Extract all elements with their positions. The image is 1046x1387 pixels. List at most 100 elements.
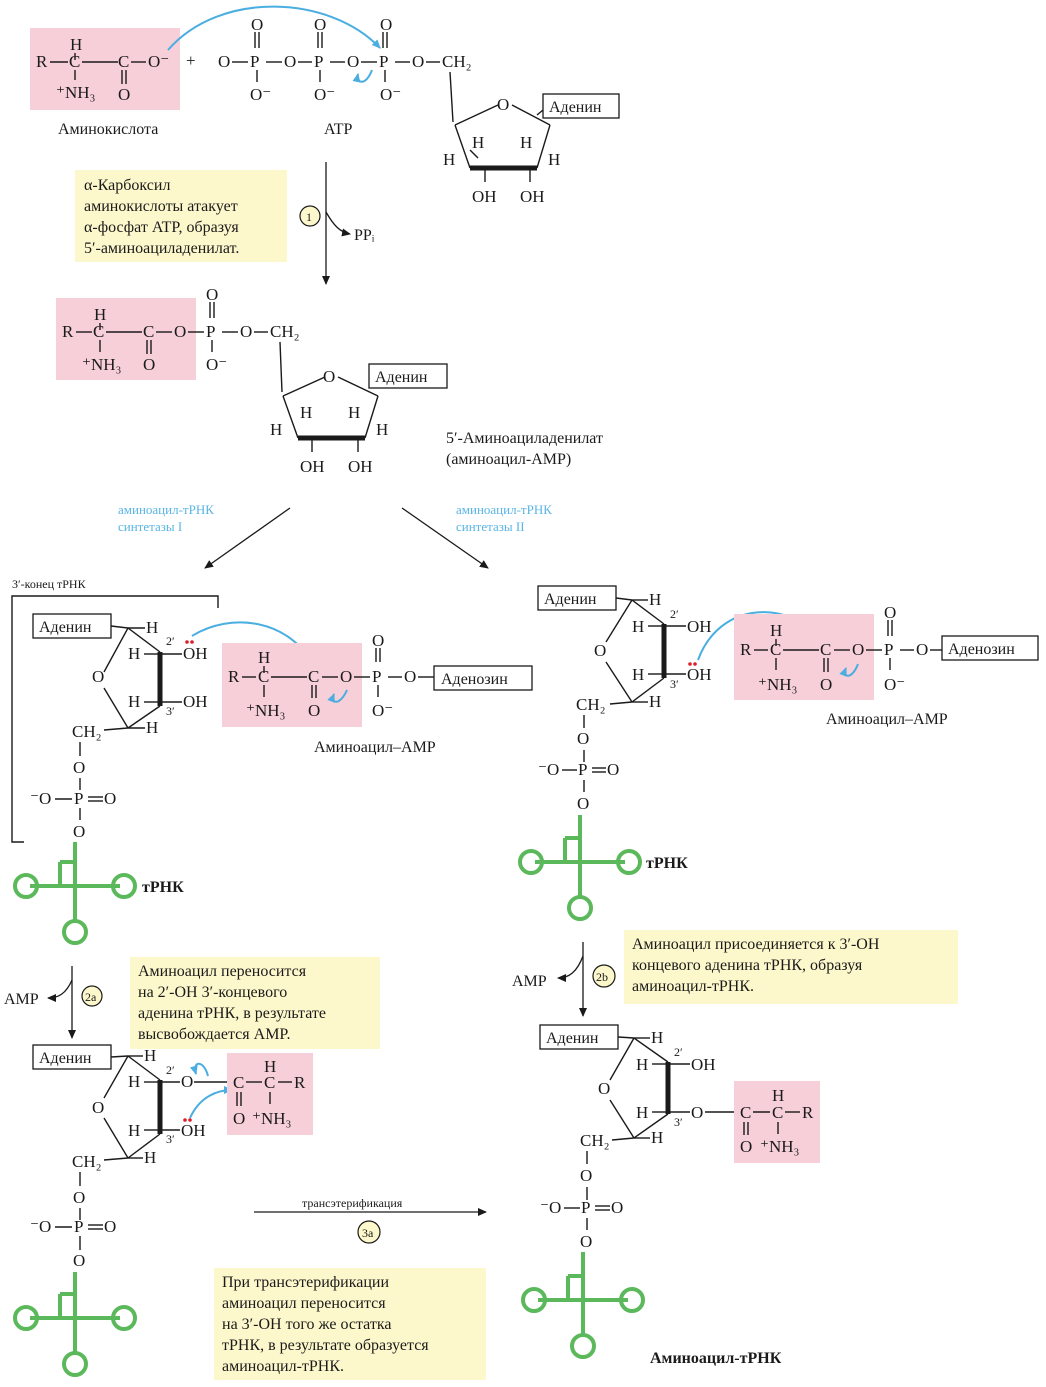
svg-text:O: O xyxy=(73,758,85,777)
svg-text:3′: 3′ xyxy=(674,1115,683,1129)
amino-acid-highlight xyxy=(30,28,180,110)
svg-text:H: H xyxy=(520,133,532,152)
svg-text:H: H xyxy=(376,420,388,439)
aminoacyl-amp-paren-label: (аминоацил-AMP) xyxy=(446,451,571,468)
svg-text:OH: OH xyxy=(348,457,373,476)
step3a-badge xyxy=(357,1220,381,1244)
note-step3a-line3: на 3′-OH того же остатка xyxy=(222,1316,392,1333)
note-step2b-line2: концевого аденина тРНК, образуя xyxy=(632,957,863,974)
svg-text:C: C xyxy=(820,640,831,659)
svg-text:C: C xyxy=(118,52,129,71)
svg-text:2′: 2′ xyxy=(670,607,679,621)
aminoacyl-amp-class1: H R C C ⁺NH₃ O O P O O⁻ O Аденозин xyxy=(222,631,533,727)
svg-text:R: R xyxy=(36,52,48,71)
svg-text:O: O xyxy=(143,355,155,374)
svg-text:H: H xyxy=(146,718,158,737)
svg-text:H: H xyxy=(70,35,82,54)
svg-text:C: C xyxy=(770,640,781,659)
svg-text:H: H xyxy=(300,403,312,422)
svg-text:C: C xyxy=(143,322,154,341)
svg-text:O: O xyxy=(174,322,186,341)
svg-text:O: O xyxy=(104,789,116,808)
svg-text:H: H xyxy=(128,644,140,663)
svg-text:3′: 3′ xyxy=(670,677,679,691)
amp-label-2a: AMP xyxy=(4,991,39,1008)
note-step1-box xyxy=(75,170,287,262)
svg-text:P: P xyxy=(884,640,893,659)
svg-text:O⁻: O⁻ xyxy=(250,85,271,104)
amp-label-2b: AMP xyxy=(512,973,547,990)
svg-text:CH₂: CH₂ xyxy=(270,322,300,341)
aminoacyl-trna-structure: Аденин H O H 2′ OH H 3′ O H CH₂ O ⁻O P O… xyxy=(539,1024,820,1251)
svg-text:CH₂: CH₂ xyxy=(72,1152,102,1171)
svg-text:H: H xyxy=(144,1046,156,1065)
svg-text:R: R xyxy=(294,1073,306,1092)
svg-text:O: O xyxy=(347,52,359,71)
svg-text:O: O xyxy=(218,52,230,71)
note-step1-line1: α-Карбоксил xyxy=(84,177,170,194)
svg-text:H: H xyxy=(632,617,644,636)
svg-text:O: O xyxy=(118,85,130,104)
attack-arrow-1 xyxy=(167,5,381,51)
note-step2a-line3: аденина тРНК, в результате xyxy=(138,1005,326,1022)
svg-text:O: O xyxy=(611,1198,623,1217)
svg-text:H: H xyxy=(128,1121,140,1140)
svg-text:P: P xyxy=(206,322,215,341)
svg-text:CH₂: CH₂ xyxy=(72,722,102,741)
svg-text:2′: 2′ xyxy=(674,1045,683,1059)
svg-text:P: P xyxy=(578,760,587,779)
svg-text:OH: OH xyxy=(183,644,208,663)
svg-text:Аденин: Аденин xyxy=(39,619,92,636)
branch-arrow-class2 xyxy=(401,507,489,569)
svg-text:C: C xyxy=(308,667,319,686)
svg-text:H: H xyxy=(270,420,282,439)
amino-acid-label: Аминокислота xyxy=(58,121,158,138)
svg-text:O⁻: O⁻ xyxy=(380,85,401,104)
svg-text:O: O xyxy=(104,1217,116,1236)
note-step3a-box xyxy=(214,1268,486,1380)
amino-acid-structure: H R C C O⁻ ⁺NH₃ O xyxy=(30,28,180,110)
svg-text:C: C xyxy=(258,667,269,686)
svg-text:Аденин: Аденин xyxy=(375,369,428,386)
svg-text:O: O xyxy=(380,15,392,34)
leaving-arrow-1 xyxy=(352,69,373,83)
svg-text:H: H xyxy=(636,1103,648,1122)
svg-text:O: O xyxy=(181,1072,193,1091)
svg-text:O: O xyxy=(73,1188,85,1207)
svg-text:CH₂: CH₂ xyxy=(580,1131,610,1150)
svg-text:C: C xyxy=(93,322,104,341)
svg-text:P: P xyxy=(74,1217,83,1236)
svg-text:3′: 3′ xyxy=(166,704,175,718)
svg-text:2′: 2′ xyxy=(166,1063,175,1077)
svg-text:⁻O: ⁻O xyxy=(30,789,51,808)
three-end-bracket xyxy=(11,595,219,843)
svg-text:O: O xyxy=(284,52,296,71)
svg-text:⁺NH₃: ⁺NH₃ xyxy=(246,701,286,720)
note-step2a-line1: Аминоацил переносится xyxy=(138,963,307,980)
note-step2b-line3: аминоацил-тРНК. xyxy=(632,978,754,995)
svg-text:O⁻: O⁻ xyxy=(372,701,393,720)
step1-badge xyxy=(299,205,321,227)
svg-text:O: O xyxy=(594,641,606,660)
svg-text:C: C xyxy=(69,52,80,71)
svg-text:Аденозин: Аденозин xyxy=(948,641,1015,658)
trna-cloverleaf-class1 xyxy=(13,842,137,945)
svg-text:H: H xyxy=(94,305,106,324)
svg-text:⁺NH₃: ⁺NH₃ xyxy=(56,83,96,102)
svg-text:O: O xyxy=(916,640,928,659)
trna-end-2prime-ester: Аденин H O H 2′ O H 3′ OH H CH₂ O ⁻O P O xyxy=(30,1044,232,1270)
note-step2a-line4: высвобождается AMP. xyxy=(138,1026,291,1043)
svg-text:⁻O: ⁻O xyxy=(538,760,559,779)
trna-end-class2: Аденин H O H 2′ OH H 3′ OH H CH₂ O ⁻O P … xyxy=(537,585,712,813)
note-step2a-line2: на 2′-OH 3′-концевого xyxy=(138,984,287,1001)
svg-text:1: 1 xyxy=(306,210,312,224)
svg-text:H: H xyxy=(772,1086,784,1105)
svg-text:H: H xyxy=(258,648,270,667)
svg-text:H: H xyxy=(651,1128,663,1147)
svg-text:O: O xyxy=(372,631,384,650)
svg-text:⁺NH₃: ⁺NH₃ xyxy=(82,355,122,374)
svg-text:O: O xyxy=(740,1137,752,1156)
svg-text:H: H xyxy=(548,150,560,169)
trna-cloverleaf-class2 xyxy=(518,815,642,921)
